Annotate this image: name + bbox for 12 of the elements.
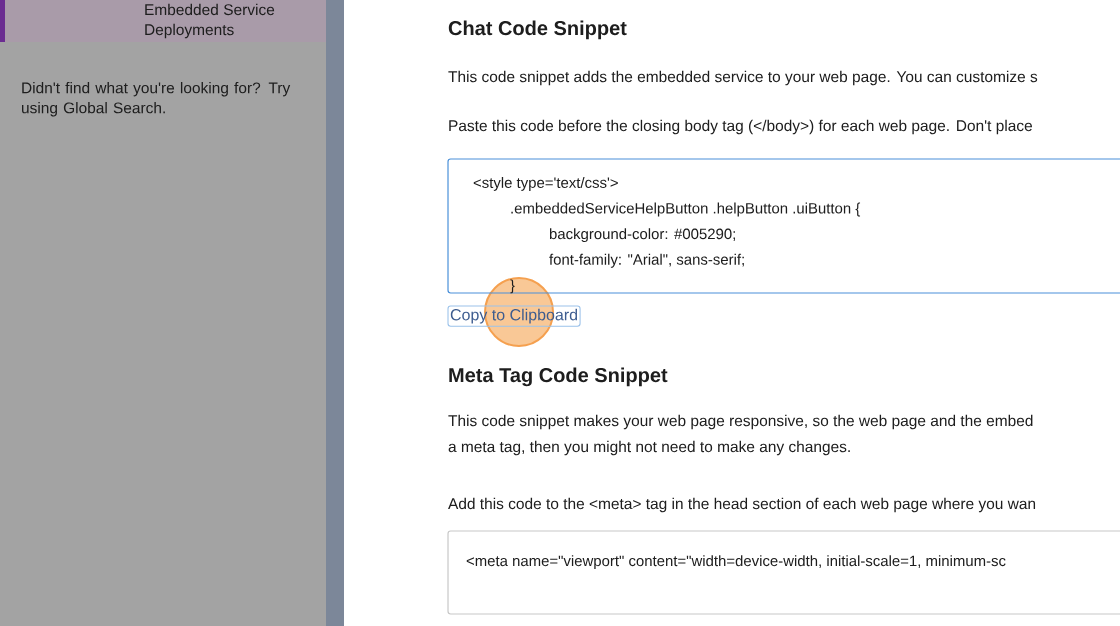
code-box: <style type='text/css'> .embeddedServiceHelpButton .helpButton .uiButton { background-color: #005290; font-family: "Arial", sans-serif; }: [447, 158, 1120, 294]
note-text: Didn't find what you're looking for? Try using Global Search.: [22, 82, 291, 117]
code-text: <meta name="viewport" content="width=device-width, initial-scale=1, minimum-sc: [466, 555, 1006, 570]
paragraph: a meta tag, then you might not need to make any changes.: [448, 440, 850, 456]
paragraph: This code snippet adds the embedded service to your web page. You can customize s: [448, 70, 1038, 86]
section-heading: Chat Code Snippet: [448, 20, 627, 40]
paragraph: Add this code to the <meta> tag in the head section of each web page where you wan: [448, 497, 1036, 513]
code-box: [447, 530, 1120, 615]
selected-menu-item: Embedded Service Deployments: [0, 0, 326, 42]
paragraph: This code snippet makes your web page responsive, so the web page and the embed: [448, 414, 1033, 430]
section-heading: Meta Tag Code Snippet: [449, 367, 668, 387]
paragraph: Paste this code before the closing body tag (</body>) for each web page. Don't place: [449, 119, 1032, 135]
